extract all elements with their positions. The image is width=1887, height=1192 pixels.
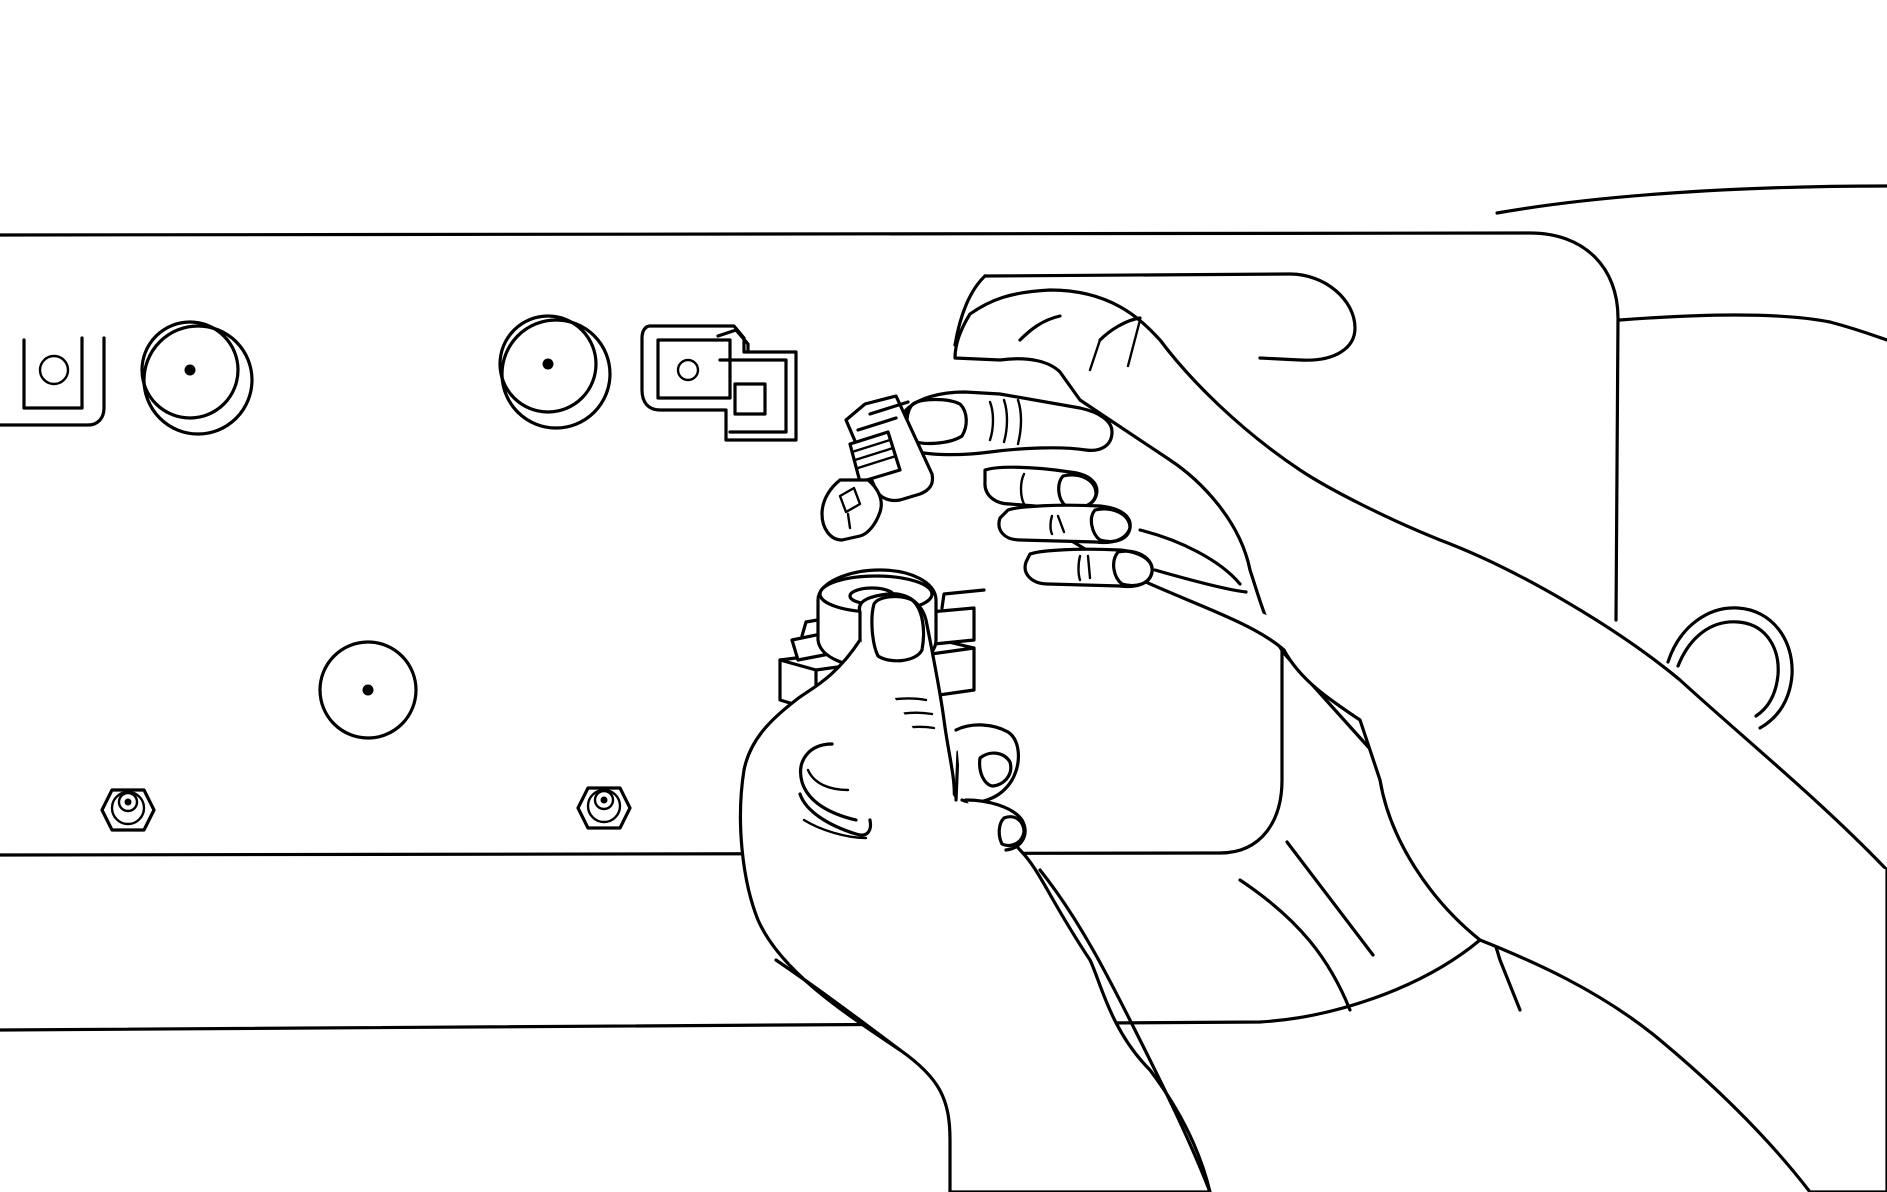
lamp-mount-top-left [140,320,254,436]
lamp-mount-lower-left [318,640,418,740]
lamp-panel [0,231,1794,1032]
lamp-mount-top-center [498,314,612,430]
right-hand [897,288,1887,1192]
left-hand [738,592,1212,1192]
fastener-center [576,786,632,830]
left-socket-bracket [0,336,106,427]
lamp-mount-right [1666,606,1794,730]
fastener-left [100,788,156,832]
connector-block [640,324,798,442]
vehicle-body-contours [1238,184,1887,1012]
bulb [820,394,935,542]
